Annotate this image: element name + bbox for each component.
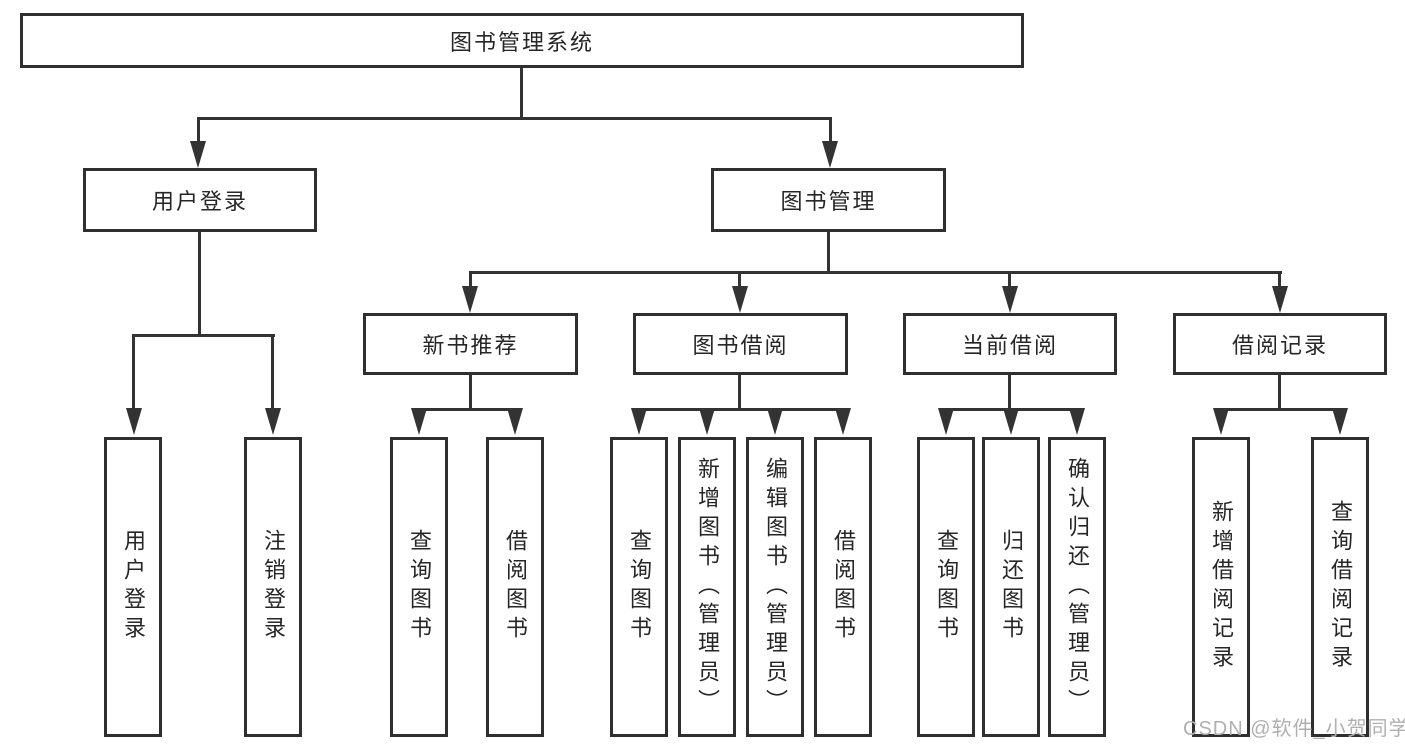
leaf-label: 注销登录 xyxy=(261,529,286,645)
connector-userlogin-down xyxy=(198,232,201,336)
arrow-down-icon xyxy=(507,408,523,435)
leaf-query-book-3: 查询图书 xyxy=(917,437,975,737)
node-label: 图书管理 xyxy=(780,189,877,214)
arrow-down-icon xyxy=(265,408,281,435)
connector-currentborrow-down xyxy=(1008,375,1011,411)
arrow-down-icon xyxy=(631,408,647,435)
arrow-down-icon xyxy=(126,408,142,435)
arrow-down-icon xyxy=(1069,408,1085,435)
leaf-confirm-return-admin: 确认归还（管理员） xyxy=(1048,437,1106,737)
connector-userlogin-stem xyxy=(197,117,200,150)
leaf-label: 新增借阅记录 xyxy=(1209,500,1234,674)
arrow-down-icon xyxy=(1003,408,1019,435)
leaf-query-borrow-record: 查询借阅记录 xyxy=(1311,437,1369,737)
connector-borrowrecord-down xyxy=(1278,375,1281,411)
node-user-login: 用户登录 xyxy=(83,168,317,232)
node-label: 用户登录 xyxy=(151,189,248,214)
leaf-label: 查询图书 xyxy=(627,529,652,645)
connector-level3-stem xyxy=(469,271,472,289)
leaf-edit-book-admin: 编辑图书（管理员） xyxy=(746,437,804,737)
arrow-down-icon xyxy=(732,286,748,313)
connector-borrowrecord-bus xyxy=(1219,408,1342,411)
connector-leaf-stem xyxy=(132,334,135,410)
arrow-down-icon xyxy=(190,141,206,168)
leaf-query-book-1: 查询图书 xyxy=(390,437,448,737)
leaf-label: 借阅图书 xyxy=(831,529,856,645)
node-label: 图书借阅 xyxy=(692,333,789,358)
connector-leaf-stem xyxy=(271,334,274,410)
node-book-borrow: 图书借阅 xyxy=(633,313,848,375)
connector-level3-stem xyxy=(738,271,741,289)
leaf-label: 查询图书 xyxy=(407,529,432,645)
leaf-user-login: 用户登录 xyxy=(104,437,162,737)
arrow-down-icon xyxy=(938,408,954,435)
connector-level3-bus xyxy=(469,271,1282,274)
arrow-down-icon xyxy=(822,141,838,168)
connector-newbook-bus xyxy=(418,408,517,411)
leaf-label: 借阅图书 xyxy=(503,529,528,645)
connector-root-stem xyxy=(520,68,523,118)
connector-bookborrow-bus xyxy=(637,408,845,411)
leaf-add-borrow-record: 新增借阅记录 xyxy=(1192,437,1250,737)
leaf-label: 归还图书 xyxy=(999,529,1024,645)
leaf-borrow-book-2: 借阅图书 xyxy=(814,437,872,737)
leaf-label: 确认归还（管理员） xyxy=(1065,456,1090,718)
leaf-label: 新增图书（管理员） xyxy=(695,456,720,718)
leaf-label: 编辑图书（管理员） xyxy=(763,456,788,718)
leaf-return-book: 归还图书 xyxy=(982,437,1040,737)
arrow-down-icon xyxy=(699,408,715,435)
arrow-down-icon xyxy=(1332,408,1348,435)
arrow-down-icon xyxy=(411,408,427,435)
connector-newbook-down xyxy=(469,375,472,411)
connector-level3-stem xyxy=(1278,271,1281,289)
leaf-add-book-admin: 新增图书（管理员） xyxy=(678,437,736,737)
node-new-book-recommend: 新书推荐 xyxy=(363,313,578,375)
arrow-down-icon xyxy=(1002,286,1018,313)
leaf-logout: 注销登录 xyxy=(244,437,302,737)
node-book-management: 图书管理 xyxy=(711,168,946,232)
node-label: 图书管理系统 xyxy=(449,29,594,55)
connector-bookborrow-down xyxy=(738,375,741,411)
node-library-system: 图书管理系统 xyxy=(20,13,1024,68)
csdn-watermark: CSDN @软件_小贺同学 xyxy=(1183,718,1405,740)
connector-bookmgmt-stem xyxy=(829,117,832,150)
connector-root-bus xyxy=(197,117,832,120)
node-borrow-record: 借阅记录 xyxy=(1173,313,1387,375)
arrow-down-icon xyxy=(1213,408,1229,435)
connector-userlogin-bus xyxy=(132,334,275,337)
connector-bookmgmt-down xyxy=(827,232,830,274)
connector-level3-stem xyxy=(1008,271,1011,289)
arrow-down-icon xyxy=(1272,286,1288,313)
leaf-query-book-2: 查询图书 xyxy=(610,437,668,737)
node-label: 借阅记录 xyxy=(1231,333,1328,358)
node-label: 新书推荐 xyxy=(422,333,519,358)
leaf-borrow-book-1: 借阅图书 xyxy=(486,437,544,737)
leaf-label: 查询图书 xyxy=(934,529,959,645)
arrow-down-icon xyxy=(462,286,478,313)
arrow-down-icon xyxy=(767,408,783,435)
node-current-borrow: 当前借阅 xyxy=(903,313,1117,375)
arrow-down-icon xyxy=(835,408,851,435)
node-label: 当前借阅 xyxy=(961,333,1058,358)
leaf-label: 查询借阅记录 xyxy=(1328,500,1353,674)
leaf-label: 用户登录 xyxy=(121,529,146,645)
